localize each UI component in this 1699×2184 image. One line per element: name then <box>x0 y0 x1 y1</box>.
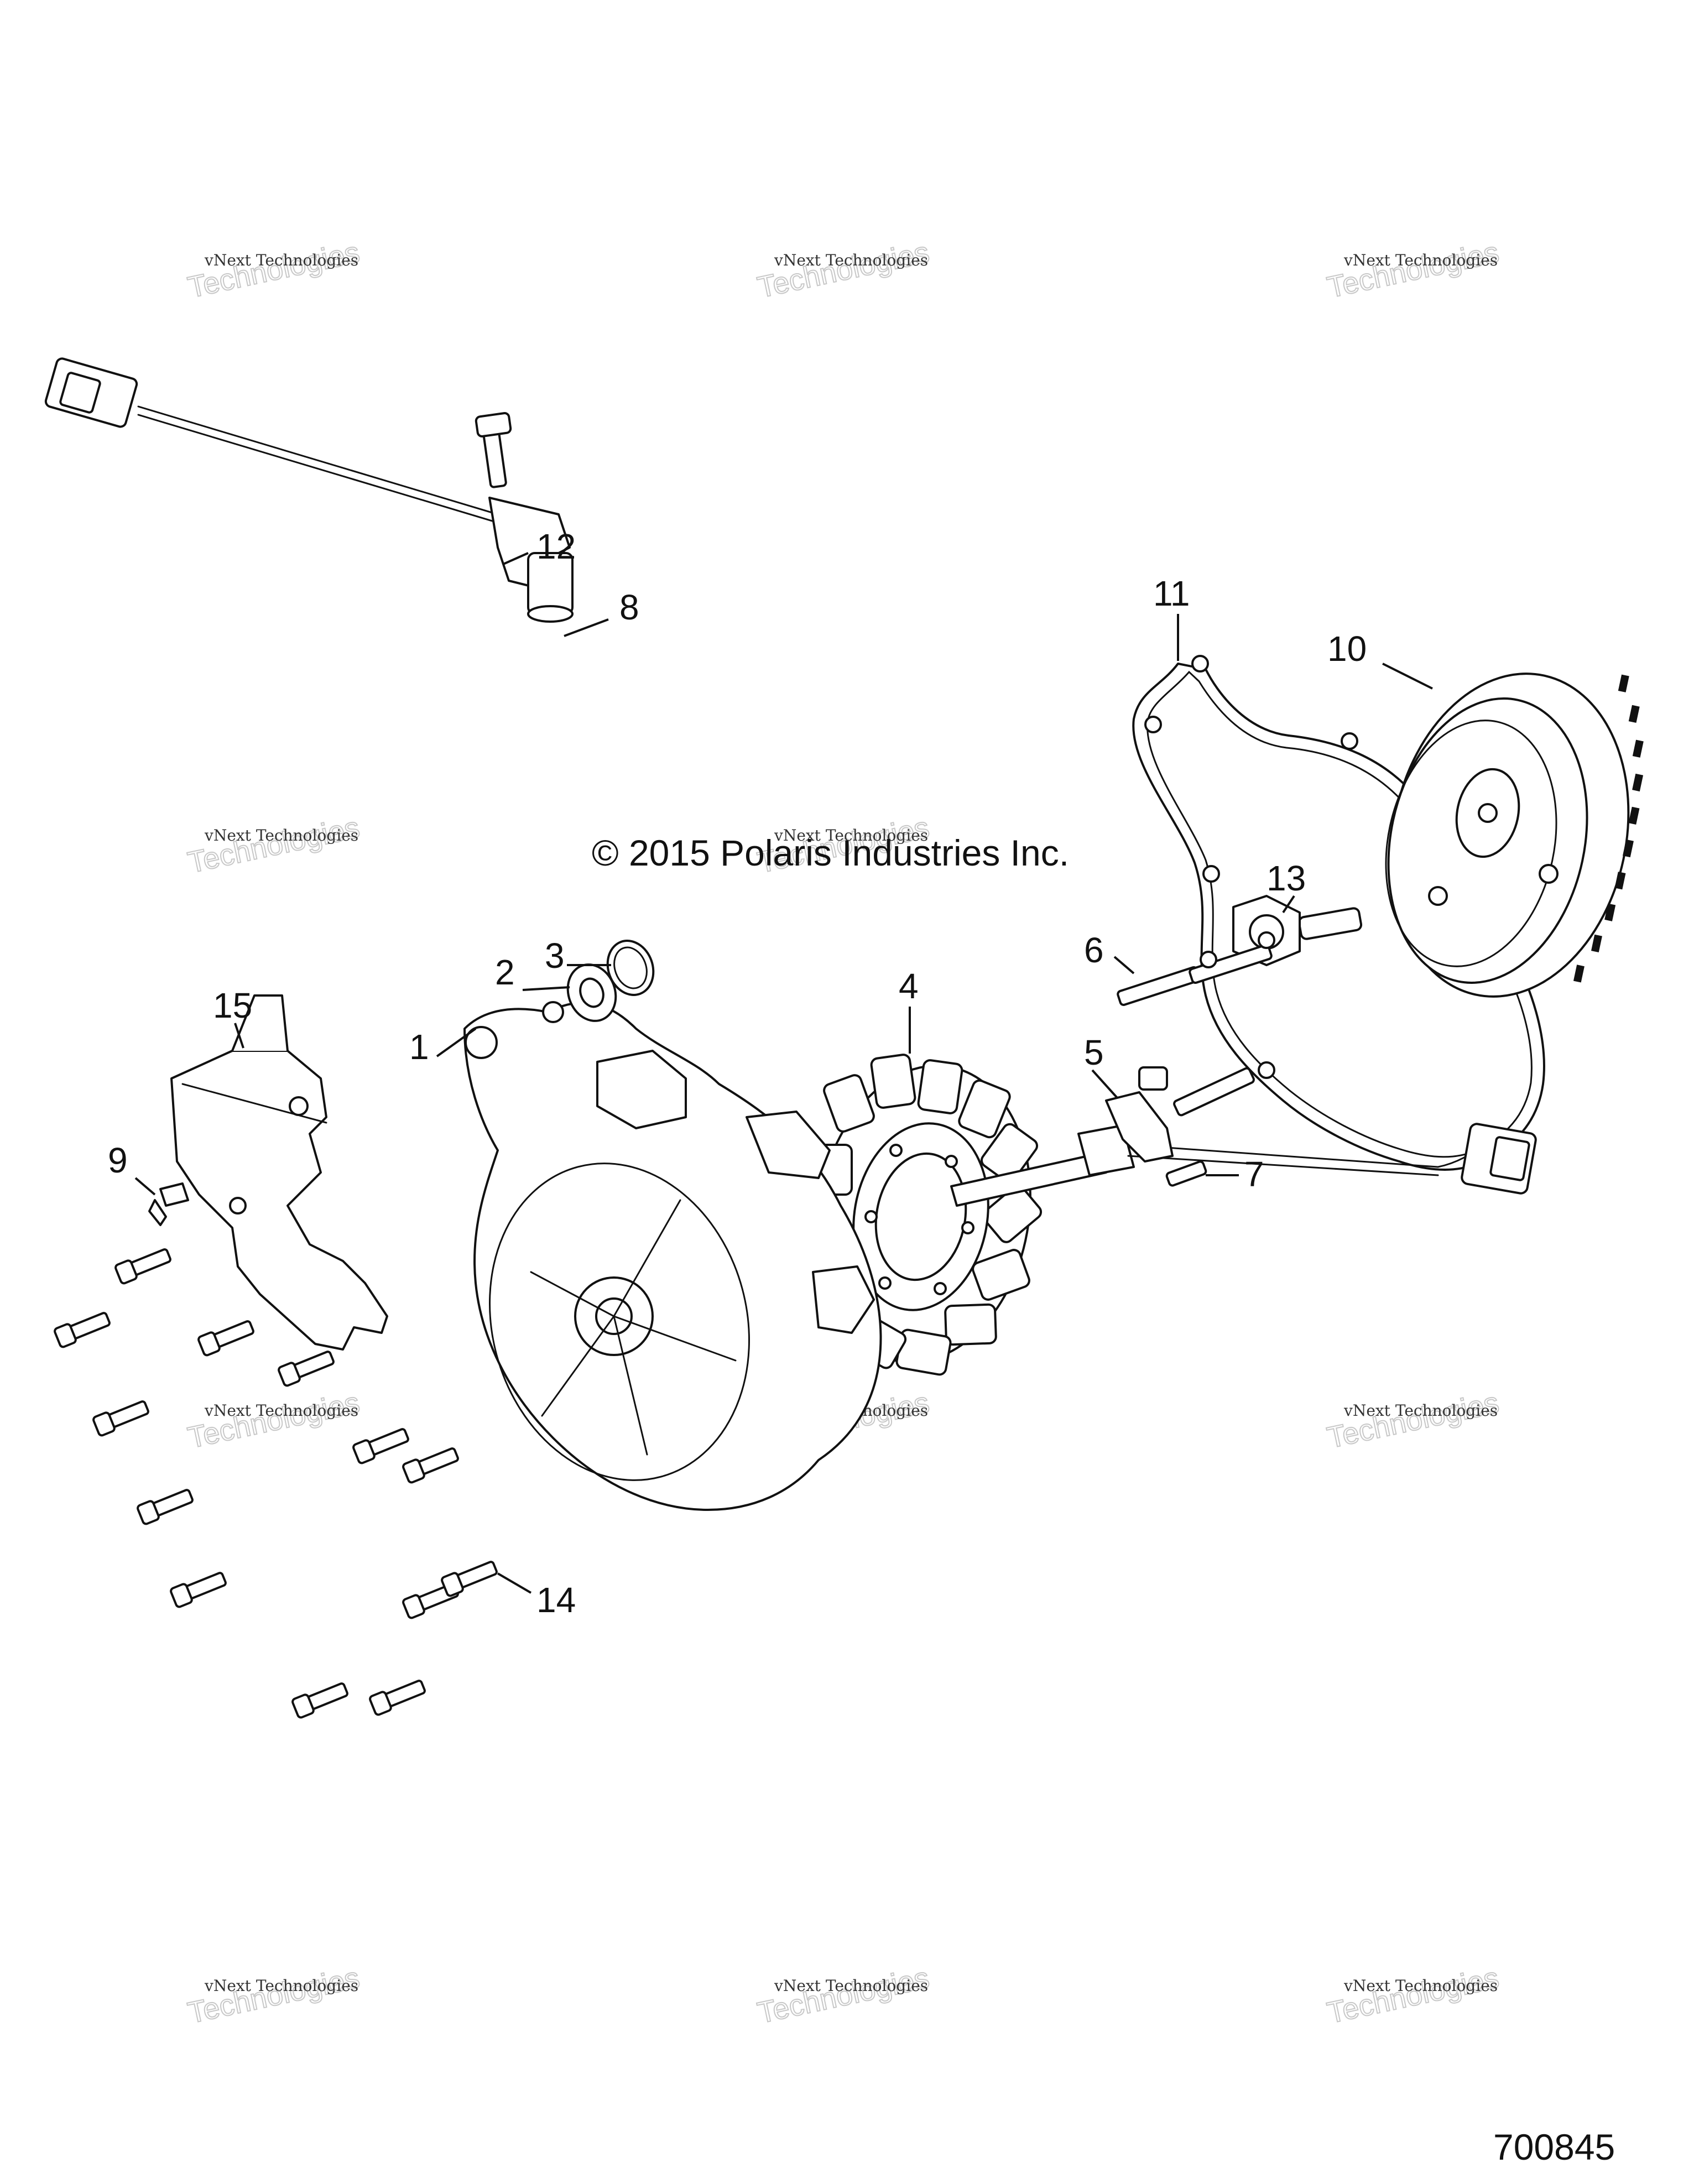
callout-13: 13 <box>1267 858 1306 898</box>
leader-2 <box>522 986 570 991</box>
leader-14 <box>497 1572 532 1594</box>
watermark-big: Technologies <box>755 1961 932 2030</box>
callout-10: 10 <box>1327 629 1367 669</box>
callout-3: 3 <box>545 936 565 976</box>
watermark-small: vNext Technologies <box>774 826 928 845</box>
watermark-small: vNext Technologies <box>1343 251 1498 269</box>
watermark-small: vNext Technologies <box>1343 1977 1498 1995</box>
watermark-small: vNext Technologies <box>204 826 358 845</box>
part-8-sensor <box>44 357 574 623</box>
watermark-small: vNext Technologies <box>204 1401 358 1420</box>
part-9-clip <box>148 1182 189 1226</box>
part-12-bolt <box>475 412 512 488</box>
watermark: Technologies vNext Technologies <box>185 1385 363 1455</box>
callout-14: 14 <box>536 1580 576 1620</box>
leader-12 <box>503 552 529 565</box>
callout-labels: 1 2 3 4 5 6 7 8 9 10 11 12 13 14 15 <box>108 527 1367 1620</box>
part-6-bolts <box>1117 931 1275 1006</box>
callout-9: 9 <box>108 1140 128 1180</box>
part-15-bracket <box>170 994 388 1351</box>
leader-10 <box>1382 663 1433 690</box>
copyright-text: © 2015 Polaris Industries Inc. <box>592 832 1069 873</box>
watermark: Technologies vNext Technologies <box>1324 1961 1503 2030</box>
watermark-big: Technologies <box>185 236 363 304</box>
watermark: Technologies vNext Technologies <box>754 1961 933 2030</box>
watermark: Technologies vNext Technologies <box>185 1961 363 2030</box>
watermark-small: vNext Technologies <box>774 251 928 269</box>
callout-8: 8 <box>619 587 639 627</box>
watermark: Technologies vNext Technologies <box>754 235 933 305</box>
callout-6: 6 <box>1084 930 1104 970</box>
callout-2: 2 <box>495 952 515 992</box>
callout-12: 12 <box>536 527 576 566</box>
part-14-bolts <box>54 1248 498 1719</box>
leader-13 <box>1282 895 1295 914</box>
document-number: 700845 <box>1493 2126 1615 2167</box>
watermark-small: vNext Technologies <box>204 1977 358 1995</box>
part-2-bearing <box>566 963 617 1022</box>
leader-lines <box>134 552 1433 1594</box>
watermark-big: Technologies <box>185 1386 363 1455</box>
watermark-big: Technologies <box>185 811 363 879</box>
flywheel-teeth <box>1573 674 1644 983</box>
leader-5 <box>1091 1069 1118 1099</box>
watermark: Technologies vNext Technologies <box>1324 1385 1503 1455</box>
leader-8 <box>564 618 609 637</box>
watermark-big: Technologies <box>1325 1386 1502 1455</box>
callout-11: 11 <box>1153 574 1190 613</box>
watermark-small: vNext Technologies <box>1343 1401 1498 1420</box>
leader-6 <box>1113 956 1135 974</box>
watermark-big: Technologies <box>1325 1961 1502 2030</box>
part-7-screws <box>1165 1067 1255 1187</box>
watermark: Technologies vNext Technologies <box>185 810 363 880</box>
callout-7: 7 <box>1244 1154 1264 1194</box>
callout-15: 15 <box>213 986 252 1025</box>
part-3-snap-ring <box>606 940 655 996</box>
watermark-small: vNext Technologies <box>204 251 358 269</box>
watermark-big: Technologies <box>1325 236 1502 304</box>
watermark-big: Technologies <box>755 236 932 304</box>
part-10-flywheel <box>1385 673 1644 998</box>
watermark: Technologies vNext Technologies <box>1324 235 1503 305</box>
callout-4: 4 <box>899 966 919 1006</box>
leader-15 <box>234 1023 244 1049</box>
part-5-clamp <box>1105 1066 1174 1163</box>
leader-9 <box>134 1177 156 1196</box>
watermark: Technologies vNext Technologies <box>185 235 363 305</box>
watermark-small: vNext Technologies <box>774 1977 928 1995</box>
watermark-big: Technologies <box>185 1961 363 2030</box>
leader-1 <box>436 1028 477 1057</box>
part-1-cover <box>463 1001 882 1511</box>
callout-1: 1 <box>409 1027 429 1067</box>
callout-5: 5 <box>1084 1033 1104 1072</box>
